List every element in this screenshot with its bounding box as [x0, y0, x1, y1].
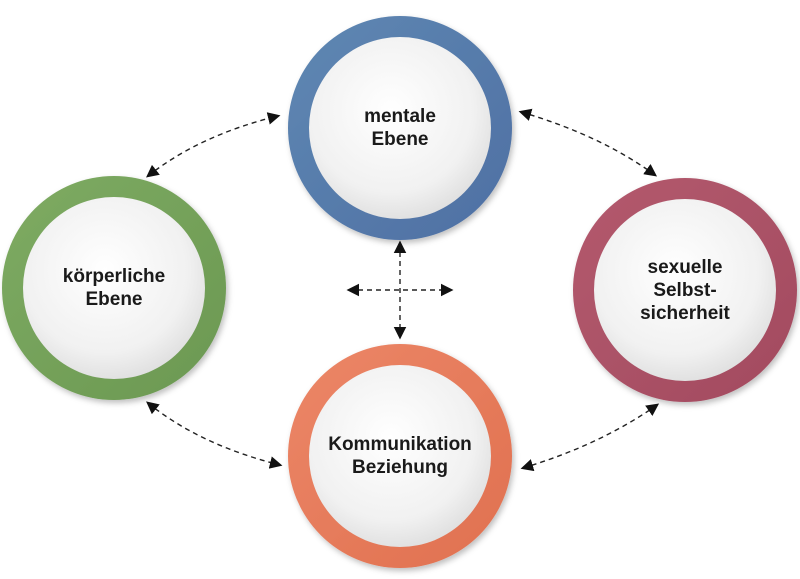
label-sexual-line-2: Selbst-	[653, 279, 717, 301]
label-body: körperliche Ebene	[24, 238, 204, 338]
node-communication	[288, 344, 512, 568]
label-body-line-2: Ebene	[85, 289, 143, 310]
label-body-line-1: körperliche	[62, 266, 166, 287]
connector-mental-sexual	[518, 108, 658, 177]
label-sexual-line-3: sicherheit	[640, 302, 730, 324]
label-mental-line-1: mentale	[364, 106, 436, 127]
label-mental: mentale Ebene	[310, 78, 490, 178]
label-communication: Kommunikation Beziehung	[300, 406, 500, 506]
label-sexual-line-1: sexuelle	[647, 256, 723, 278]
connector-communication-sexual	[520, 403, 660, 472]
node-sexual	[573, 178, 797, 402]
node-body	[2, 176, 226, 400]
connector-body-mental	[146, 112, 281, 178]
label-sexual: sexuelle Selbst- sicherheit	[595, 235, 775, 345]
node-mental	[288, 16, 512, 240]
four-way-arrows-icon	[346, 240, 454, 340]
connectors	[146, 108, 660, 472]
label-communication-line-1: Kommunikation	[328, 434, 472, 455]
label-communication-line-2: Beziehung	[351, 457, 449, 478]
label-mental-line-2: Ebene	[371, 129, 429, 150]
connector-body-communication	[146, 401, 283, 469]
